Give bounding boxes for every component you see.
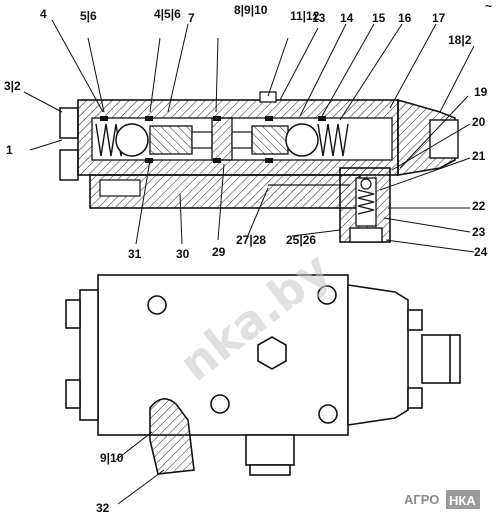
left-bolt-upper bbox=[65, 299, 81, 329]
callout-11-12: 11|12 bbox=[290, 9, 320, 23]
callout-15: 15 bbox=[372, 11, 386, 25]
callout-23: 23 bbox=[472, 225, 486, 239]
left-end-cap-lower bbox=[59, 149, 79, 181]
bolt-hole bbox=[317, 285, 337, 305]
callout-4-5-6: 4|5|6 bbox=[154, 7, 181, 21]
callout-9-10: 9|10 bbox=[100, 451, 124, 465]
left-spring bbox=[95, 123, 127, 157]
callout-20: 20 bbox=[472, 115, 486, 129]
external-view bbox=[65, 274, 461, 476]
fitting-32-section bbox=[149, 398, 195, 475]
callout-27-28: 27|28 bbox=[236, 233, 266, 247]
seal bbox=[265, 116, 273, 121]
top-plug bbox=[259, 91, 277, 103]
callout-25-26: 25|26 bbox=[286, 233, 316, 247]
brand-right-text: НКА bbox=[449, 493, 476, 508]
callout-22: 22 bbox=[472, 199, 486, 213]
seal bbox=[145, 158, 153, 163]
callout-30: 30 bbox=[176, 247, 190, 261]
brand-left-text: АГРО bbox=[404, 492, 439, 507]
seal bbox=[318, 116, 326, 121]
right-ball-valve bbox=[285, 123, 319, 157]
relief-valve-bore bbox=[355, 177, 377, 227]
leader-lines-bottom bbox=[115, 431, 165, 505]
right-bolt-lower bbox=[407, 387, 423, 409]
leader-lines-top bbox=[23, 19, 475, 253]
callout-8-9-10: 8|9|10 bbox=[234, 3, 268, 17]
callout-5-6: 5|6 bbox=[80, 9, 97, 23]
relief-spring bbox=[357, 189, 375, 215]
bolt-hole bbox=[318, 404, 338, 424]
brand-logo: АГРО НКА bbox=[404, 490, 480, 509]
bottom-fitting-nut bbox=[249, 464, 291, 476]
spool-neck-left bbox=[191, 131, 213, 149]
callout-32: 32 bbox=[96, 501, 110, 515]
bolt-hole bbox=[147, 295, 167, 315]
callout-4: 4 bbox=[40, 7, 47, 21]
left-ball-valve bbox=[115, 123, 149, 157]
left-end-cap-upper bbox=[59, 107, 79, 139]
left-flange bbox=[79, 289, 99, 421]
callout-16: 16 bbox=[398, 11, 412, 25]
callout-24: 24 bbox=[474, 245, 488, 259]
callout-21: 21 bbox=[472, 149, 486, 163]
bottom-fitting bbox=[245, 434, 295, 466]
outlet-fitting bbox=[421, 334, 461, 384]
spool-right bbox=[251, 125, 289, 155]
corner-mark: ~ bbox=[485, 0, 492, 13]
callout-3-2: 3|2 bbox=[4, 79, 21, 93]
relief-ball bbox=[360, 178, 372, 190]
seal bbox=[213, 158, 221, 163]
callout-17: 17 bbox=[432, 11, 446, 25]
seal bbox=[265, 158, 273, 163]
callout-7: 7 bbox=[188, 11, 195, 25]
left-bolt-lower bbox=[65, 379, 81, 409]
callout-29: 29 bbox=[212, 245, 226, 259]
seal bbox=[100, 116, 108, 121]
right-bolt-upper bbox=[407, 309, 423, 331]
bolt-hole bbox=[210, 394, 230, 414]
callout-18-2: 18|2 bbox=[448, 33, 472, 47]
callout-13: 13 bbox=[312, 11, 326, 25]
seal bbox=[145, 116, 153, 121]
seal bbox=[213, 116, 221, 121]
callout-1: 1 bbox=[6, 143, 13, 157]
lower-pocket bbox=[99, 179, 141, 197]
callout-31: 31 bbox=[128, 247, 142, 261]
relief-valve-cap bbox=[349, 227, 383, 243]
right-spring bbox=[317, 123, 349, 157]
right-section-outline bbox=[347, 284, 409, 426]
center-partition bbox=[211, 117, 233, 161]
section-view bbox=[59, 91, 459, 243]
center-hex-plug bbox=[257, 336, 287, 370]
callout-14: 14 bbox=[340, 11, 354, 25]
callout-19: 19 bbox=[474, 85, 488, 99]
spool-neck-right bbox=[231, 131, 253, 149]
brand-box bbox=[446, 490, 480, 509]
spool-left bbox=[149, 125, 193, 155]
